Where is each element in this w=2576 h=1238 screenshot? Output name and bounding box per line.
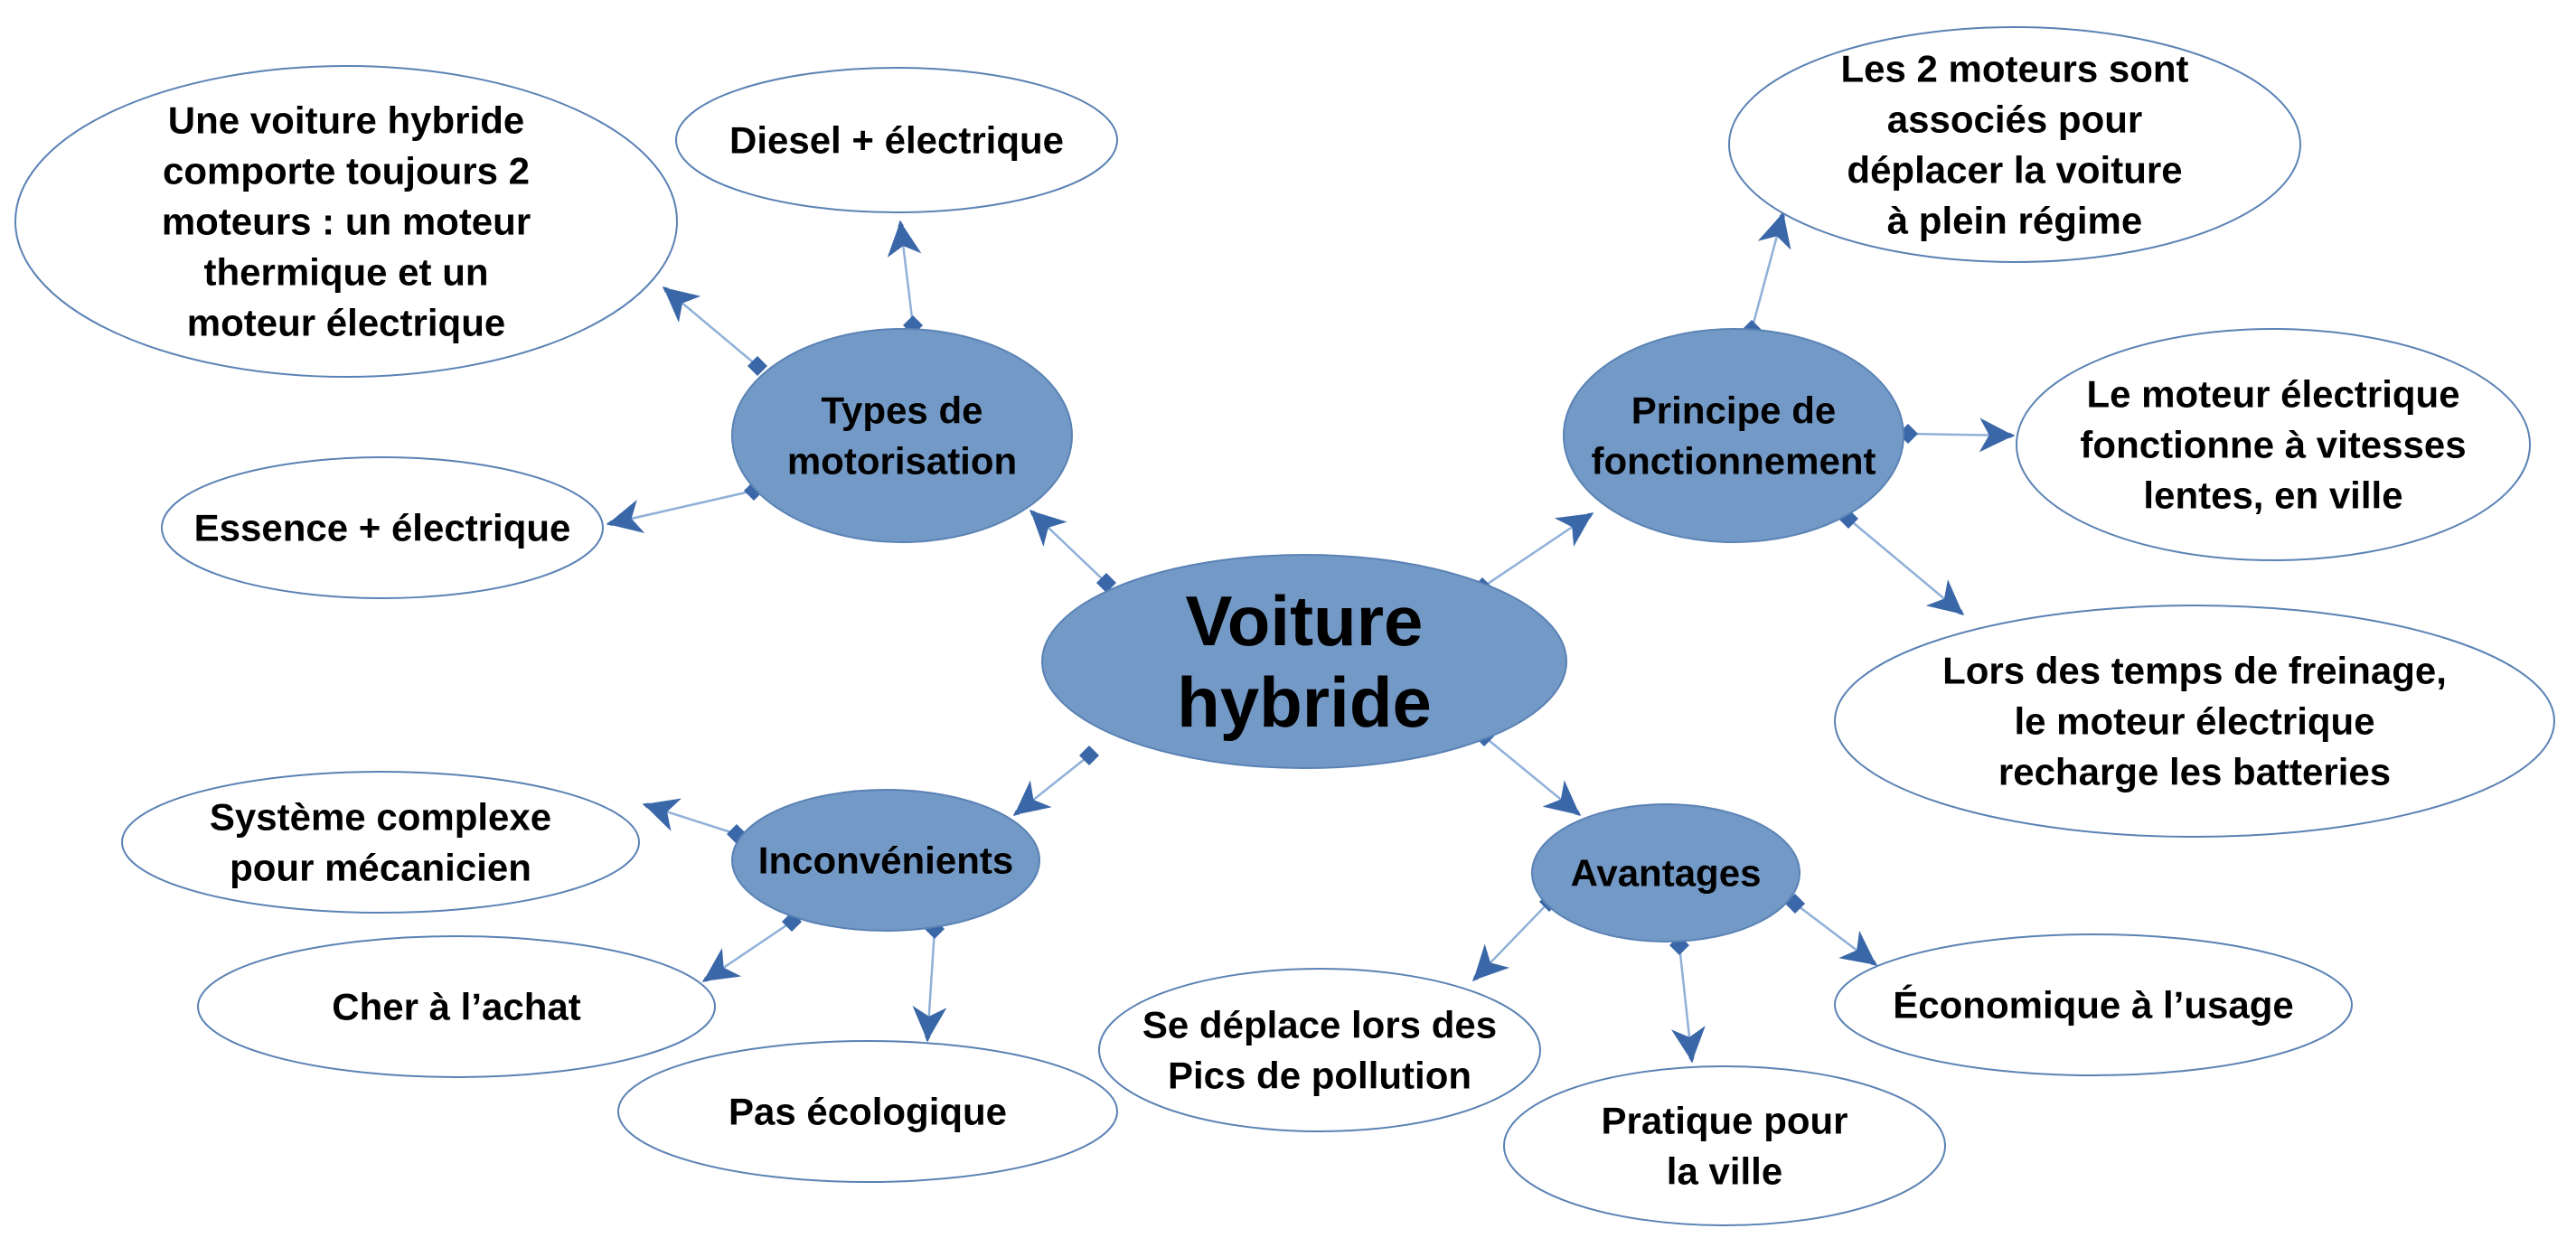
connector-center-to-motorisation-handle <box>1096 573 1116 593</box>
connector-avantages-to-leaf-0-arrowhead <box>1473 943 1510 980</box>
leaf-principe-2-text-line: recharge les batteries <box>1998 751 2391 793</box>
branch-principe: Principe de fonctionnement <box>1563 328 1904 543</box>
leaf-motorisation-0-text-line: moteur électrique <box>187 302 505 344</box>
leaf-avantages-1: Pratique pour la ville <box>1503 1065 1946 1226</box>
connector-motorisation-to-leaf-0-arrowhead <box>663 287 701 323</box>
center-node-text-line: hybride <box>1177 662 1432 742</box>
leaf-principe-1-text-line: fonctionne à vitesses <box>2080 424 2466 466</box>
connector-inconvenients-to-leaf-2-arrowhead <box>912 1005 947 1041</box>
leaf-inconvenients-0-text-line: Système complexe <box>210 796 551 839</box>
leaf-principe-0-text-line: déplacer la voiture <box>1847 149 2182 192</box>
leaf-inconvenients-1-text-line: Cher à l’achat <box>332 986 580 1028</box>
branch-principe-text-line: fonctionnement <box>1592 440 1876 483</box>
branch-avantages: Avantages <box>1531 803 1800 943</box>
leaf-motorisation-0-text-line: Une voiture hybride <box>168 99 524 142</box>
connector-motorisation-to-leaf-0-handle <box>747 356 767 376</box>
connector-center-to-principe-arrowhead <box>1554 513 1593 547</box>
leaf-principe-0-text-line: Les 2 moteurs sont <box>1840 48 2188 90</box>
leaf-inconvenients-1: Cher à l’achat <box>197 935 716 1078</box>
leaf-principe-0-text-line: à plein régime <box>1887 200 2142 242</box>
leaf-motorisation-0-text-line: thermique et un <box>203 251 488 294</box>
branch-motorisation: Types de motorisation <box>731 328 1073 543</box>
leaf-principe-0-shape <box>1728 26 2301 263</box>
connector-center-to-motorisation-arrowhead <box>1030 511 1067 547</box>
branch-principe-text-line: Principe de <box>1631 389 1836 432</box>
leaf-principe-2-shape <box>1834 605 2555 838</box>
leaf-avantages-1-text-line: Pratique pour <box>1601 1100 1847 1142</box>
connector-center-to-avantages-arrowhead <box>1542 780 1580 815</box>
leaf-avantages-0-shape <box>1098 968 1541 1132</box>
connector-center-to-inconvenients-handle <box>1079 746 1099 765</box>
leaf-motorisation-2-shape <box>161 456 604 599</box>
branch-motorisation-shape <box>731 328 1073 543</box>
leaf-avantages-2: Économique à l’usage <box>1834 933 2353 1076</box>
center-node-text-line: Voiture <box>1186 581 1424 661</box>
leaf-motorisation-0-text-line: moteurs : un moteur <box>162 201 531 243</box>
leaf-inconvenients-0-shape <box>121 771 640 914</box>
leaf-principe-0: Les 2 moteurs sont associés pour déplacer … <box>1728 26 2301 263</box>
leaf-avantages-2-shape <box>1834 933 2353 1076</box>
leaf-motorisation-1-shape <box>675 67 1118 213</box>
leaf-inconvenients-2-text-line: Pas écologique <box>729 1091 1007 1133</box>
leaf-principe-1-text-line: Le moteur électrique <box>2086 373 2459 416</box>
leaf-motorisation-1: Diesel + électrique <box>675 67 1118 213</box>
branch-avantages-text-line: Avantages <box>1571 852 1762 895</box>
leaf-motorisation-0-text-line: comporte toujours 2 <box>163 150 530 192</box>
leaf-principe-1: Le moteur électrique fonctionne à vitesse… <box>2016 328 2531 561</box>
connector-motorisation-to-leaf-2 <box>606 489 755 527</box>
leaf-inconvenients-2-shape <box>617 1040 1118 1183</box>
leaf-inconvenients-1-shape <box>197 935 716 1078</box>
leaf-motorisation-2: Essence + électrique <box>161 456 604 599</box>
connector-motorisation-to-leaf-2-arrowhead <box>607 500 645 534</box>
connector-motorisation-to-leaf-1-arrowhead <box>887 221 922 258</box>
connector-inconvenients-to-leaf-1-arrowhead <box>703 948 742 981</box>
leaf-principe-1-text-line: lentes, en ville <box>2143 474 2402 517</box>
leaf-inconvenients-0: Système complexe pour mécanicien <box>121 771 640 914</box>
connector-principe-to-leaf-2 <box>1847 518 1965 615</box>
branch-inconvenients: Inconvénients <box>731 789 1040 932</box>
branch-inconvenients-shape <box>731 789 1040 932</box>
branch-principe-shape <box>1563 328 1904 543</box>
leaf-principe-2-text-line: Lors des temps de freinage, <box>1942 650 2447 692</box>
connector-principe-to-leaf-0-arrowhead <box>1757 212 1791 250</box>
leaf-principe-0-text-line: associés pour <box>1887 98 2142 141</box>
leaf-inconvenients-0-text-line: pour mécanicien <box>230 847 531 889</box>
branch-inconvenients-text-line: Inconvénients <box>758 839 1013 882</box>
leaf-avantages-1-text-line: la ville <box>1667 1150 1782 1193</box>
connector-inconvenients-to-leaf-0-arrowhead <box>644 798 682 831</box>
leaf-motorisation-2-text-line: Essence + électrique <box>194 507 571 549</box>
leaf-motorisation-0-shape <box>14 65 678 378</box>
branch-motorisation-text-line: motorisation <box>787 440 1017 483</box>
leaf-avantages-0-text-line: Se déplace lors des <box>1142 1004 1497 1046</box>
connector-principe-to-leaf-2-arrowhead <box>1925 579 1963 614</box>
leaf-avantages-0-text-line: Pics de pollution <box>1168 1055 1471 1097</box>
center-node-shape <box>1041 554 1567 769</box>
connector-center-to-inconvenients-arrowhead <box>1014 780 1052 815</box>
leaf-principe-1-shape <box>2016 328 2531 561</box>
leaf-principe-2: Lors des temps de freinage, le moteur éle… <box>1834 605 2555 838</box>
leaf-principe-2-text-line: le moteur électrique <box>2014 700 2374 743</box>
connector-avantages-to-leaf-1-arrowhead <box>1671 1026 1706 1062</box>
leaf-inconvenients-2: Pas écologique <box>617 1040 1118 1183</box>
leaf-avantages-2-text-line: Économique à l’usage <box>1893 984 2293 1027</box>
connector-principe-to-leaf-1-arrowhead <box>1979 417 2014 453</box>
connector-avantages-to-leaf-2-arrowhead <box>1838 930 1876 965</box>
branch-motorisation-text-line: Types de <box>822 389 983 432</box>
branch-avantages-shape <box>1531 803 1800 943</box>
leaf-motorisation-1-text-line: Diesel + électrique <box>729 119 1064 162</box>
leaf-avantages-1-shape <box>1503 1065 1946 1226</box>
leaf-motorisation-0: Une voiture hybride comporte toujours 2 mo… <box>14 65 678 378</box>
